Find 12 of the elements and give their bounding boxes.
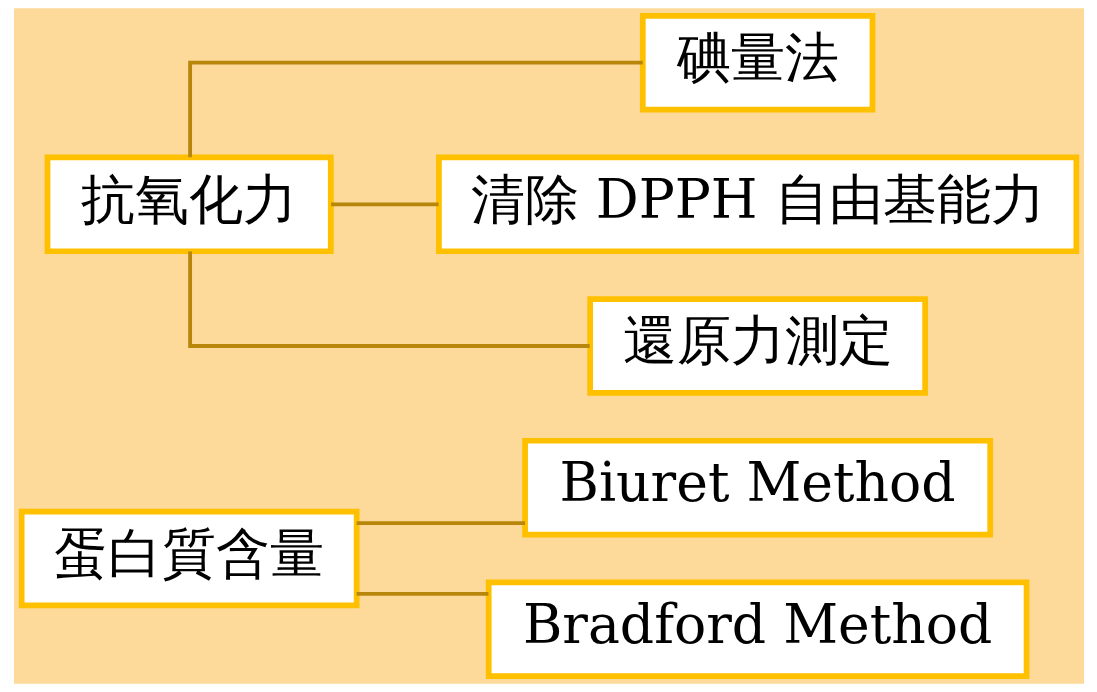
node-box: 碘量法: [639, 12, 875, 113]
node-box: 蛋白質含量: [18, 508, 359, 609]
node-box: 還原力測定: [586, 296, 928, 396]
node-box: Biuret Method: [521, 437, 993, 538]
node-box: Bradford Method: [485, 579, 1029, 680]
connector: [330, 202, 439, 207]
connector: [187, 251, 590, 348]
connector: [187, 60, 643, 158]
connector: [356, 521, 525, 525]
node-box: 抗氧化力: [44, 154, 334, 255]
node-box: 清除 DPPH 自由基能力: [435, 154, 1079, 255]
connector: [356, 591, 488, 596]
